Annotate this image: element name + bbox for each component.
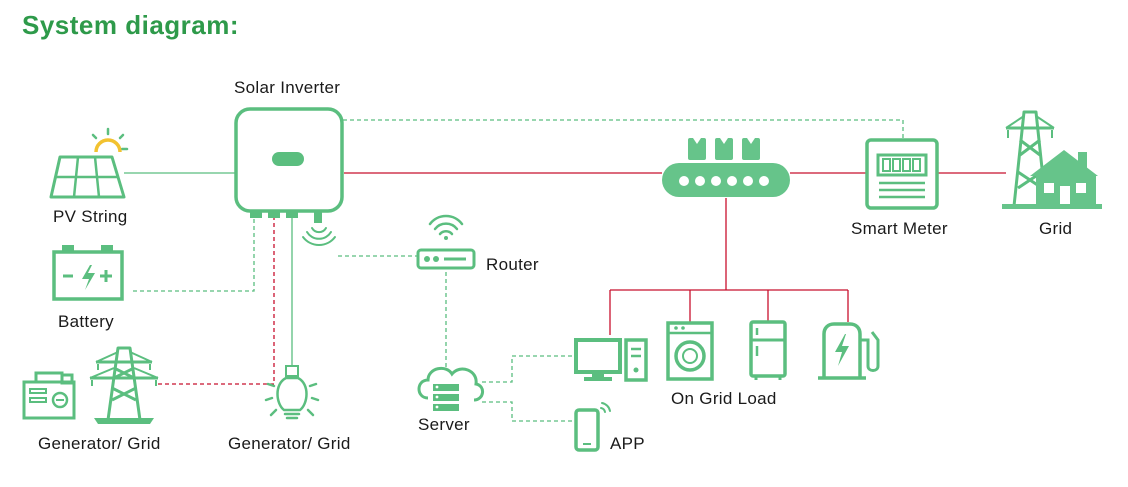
router-label: Router <box>486 255 539 274</box>
battery-icon <box>52 245 124 301</box>
on-grid-load-label: On Grid Load <box>671 389 777 408</box>
battery-inverter-line <box>133 216 255 292</box>
generator-icon <box>22 371 76 420</box>
pv-string-label: PV String <box>53 207 128 226</box>
distribution-box-icon <box>662 138 790 197</box>
ev-charger-icon <box>818 322 880 380</box>
refrigerator-icon <box>749 320 787 380</box>
power-pylon-icon <box>89 346 159 424</box>
inverter-icon <box>234 107 344 246</box>
server-computer-line <box>482 355 572 383</box>
wifi-signal-icon <box>302 227 336 246</box>
light-bulb-icon <box>264 365 320 420</box>
server-app-line <box>482 401 572 422</box>
washing-machine-icon <box>666 321 714 381</box>
generator-grid-bulb-label: Generator/ Grid <box>228 434 351 453</box>
generator-inverter-line <box>158 216 275 385</box>
generator-grid-left-label: Generator/ Grid <box>38 434 161 453</box>
cloud-server-icon <box>417 366 484 411</box>
connections <box>124 119 1006 422</box>
grid-label: Grid <box>1039 219 1073 238</box>
smartphone-icon <box>574 402 611 452</box>
smart-meter-icon <box>865 138 939 210</box>
grid-house-icon <box>1002 110 1102 209</box>
page-title: System diagram: <box>22 10 240 40</box>
wifi-router-icon <box>416 214 476 270</box>
battery-label: Battery <box>58 312 114 331</box>
desktop-computer-icon <box>574 338 648 382</box>
smart-meter-label: Smart Meter <box>851 219 948 238</box>
inverter-meter-comm-line <box>343 119 904 140</box>
app-label: APP <box>610 434 645 453</box>
server-label: Server <box>418 415 470 434</box>
solar-panel-icon <box>49 127 129 199</box>
solar-inverter-label: Solar Inverter <box>234 78 341 97</box>
